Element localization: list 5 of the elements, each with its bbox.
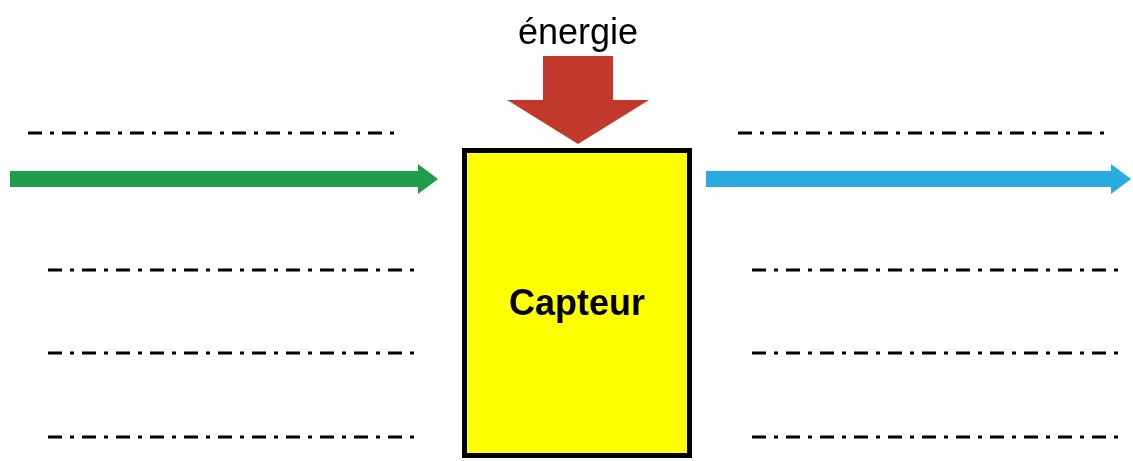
arrow <box>507 56 649 144</box>
arrow <box>10 164 438 194</box>
sensor-box: Capteur <box>462 148 692 458</box>
input-label: énergie <box>500 8 656 56</box>
arrow <box>706 164 1131 194</box>
